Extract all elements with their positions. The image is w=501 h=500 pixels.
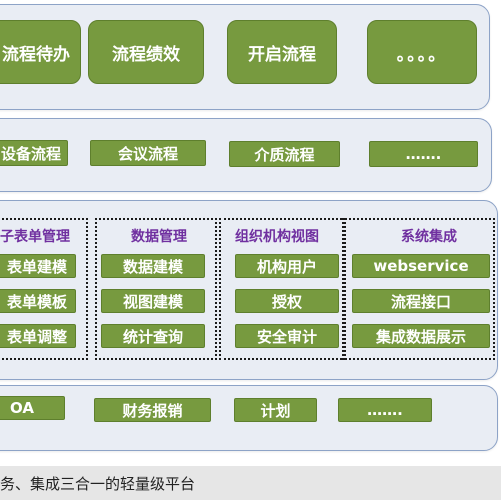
data-management-title: 数据管理 <box>131 229 187 245</box>
media-process-button[interactable]: 介质流程 <box>229 141 340 167</box>
form-management-group <box>0 218 88 360</box>
system-integration-title: 系统集成 <box>401 229 457 245</box>
plan-button[interactable]: 计划 <box>234 398 317 422</box>
form-management-title: 电子表单管理 <box>0 229 70 245</box>
system-integration-group <box>342 218 495 360</box>
form-adjust-button[interactable]: 表单调整 <box>0 324 76 348</box>
equipment-process-button[interactable]: 设备流程 <box>0 140 68 166</box>
more-button[interactable]: 。。。。 <box>367 20 477 84</box>
process-todo-button[interactable]: 流程待办 <box>0 20 81 84</box>
footer-caption: 务、集成三合一的轻量级平台 <box>0 475 196 493</box>
org-view-title: 组织机构视图 <box>235 229 319 245</box>
webservice-button[interactable]: webservice <box>352 254 490 278</box>
form-modeling-button[interactable]: 表单建模 <box>0 254 76 278</box>
start-process-button[interactable]: 开启流程 <box>227 20 337 84</box>
org-view-group <box>219 218 346 360</box>
authorize-button[interactable]: 授权 <box>235 289 339 313</box>
process-performance-button[interactable]: 流程绩效 <box>88 20 204 84</box>
oa-button[interactable]: OA <box>0 396 65 420</box>
data-management-group <box>95 218 217 360</box>
security-audit-button[interactable]: 安全审计 <box>235 324 339 348</box>
form-template-button[interactable]: 表单模板 <box>0 289 76 313</box>
statistics-query-button[interactable]: 统计查询 <box>101 324 205 348</box>
process-interface-button[interactable]: 流程接口 <box>352 289 490 313</box>
expense-reimbursement-button[interactable]: 财务报销 <box>94 398 211 422</box>
meeting-process-button[interactable]: 会议流程 <box>90 140 206 166</box>
more-process-button[interactable]: ……. <box>369 141 478 167</box>
data-modeling-button[interactable]: 数据建模 <box>101 254 205 278</box>
org-users-button[interactable]: 机构用户 <box>235 254 339 278</box>
view-modeling-button[interactable]: 视图建模 <box>101 289 205 313</box>
more-app-button[interactable]: ……. <box>338 398 432 422</box>
footer-bar <box>0 466 501 500</box>
integrated-data-display-button[interactable]: 集成数据展示 <box>352 324 490 348</box>
